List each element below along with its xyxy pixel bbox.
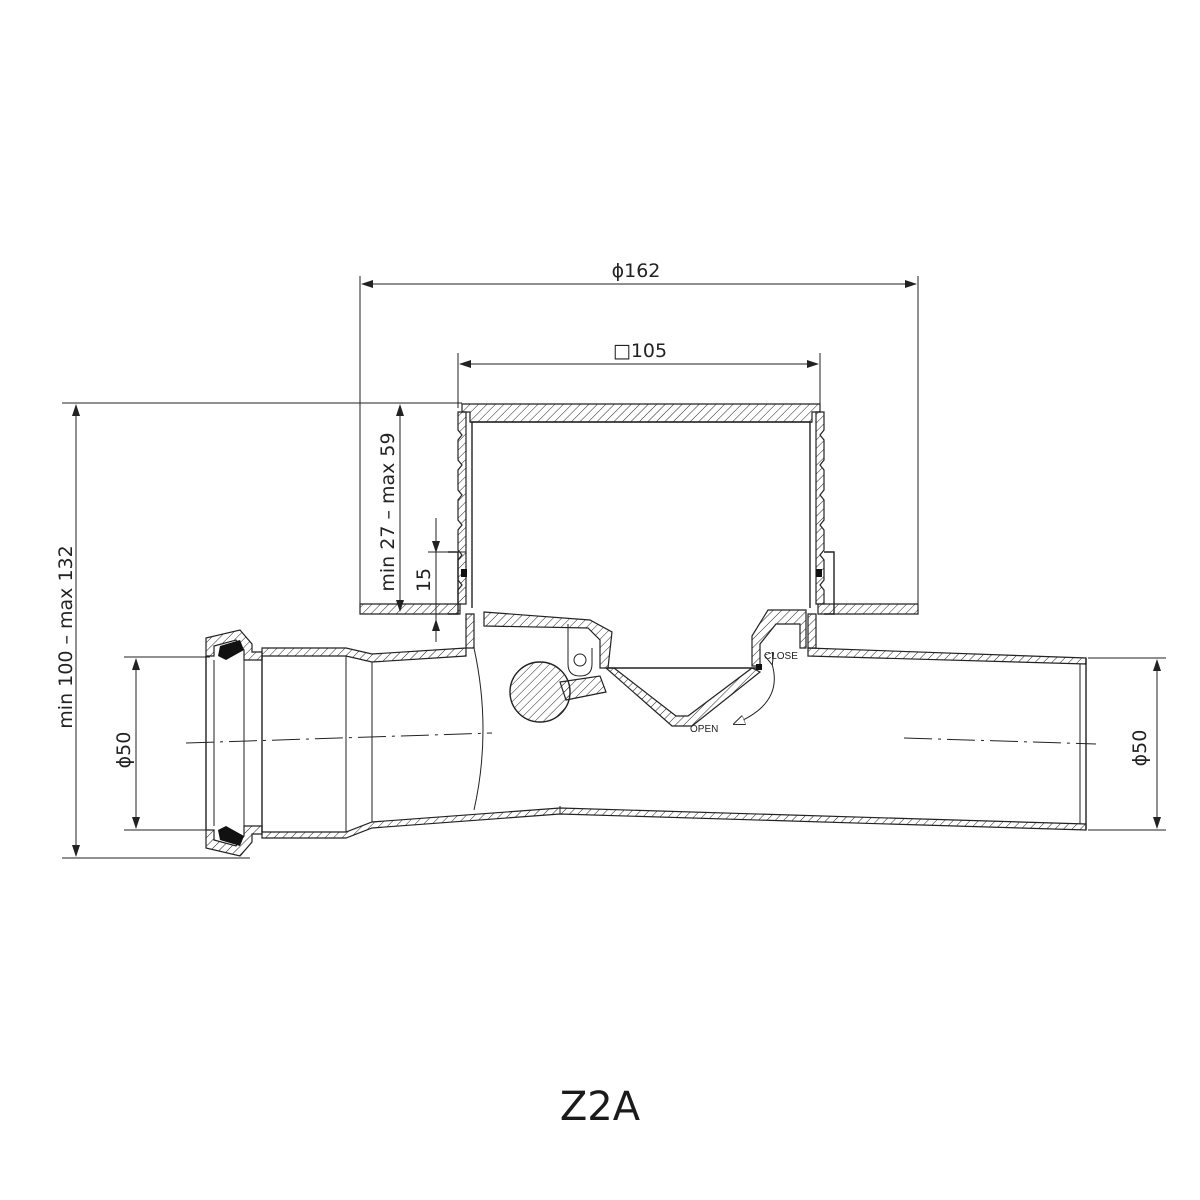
close-label: CLOSE [764, 651, 798, 662]
square-grate-label: □105 [613, 340, 667, 362]
outlet-diameter-label: ϕ50 [1129, 730, 1151, 767]
trap-body: CLOSE OPEN [465, 609, 817, 735]
grate-height-label: min 27 – max 59 [377, 432, 399, 591]
dimension-outer-diameter: ϕ162 [359, 260, 919, 612]
valve-rotation-arrow-icon [734, 664, 775, 724]
inlet-centerline [185, 732, 493, 744]
open-label: OPEN [690, 724, 718, 735]
dimension-outlet-diameter: ϕ50 [1088, 657, 1166, 831]
dimension-overall-height: min 100 – max 132 [55, 402, 462, 859]
dimension-inlet-diameter: ϕ50 [113, 656, 210, 831]
inlet-socket [205, 629, 263, 857]
valve-pivot-icon [509, 661, 571, 723]
flange-plate [359, 603, 919, 615]
grate-housing [448, 403, 835, 615]
flange-label: 15 [413, 568, 435, 592]
dimension-flange: 15 [413, 518, 466, 642]
upper-seal-ring [218, 640, 244, 660]
dimension-grate-height: min 27 – max 59 [377, 404, 404, 612]
drawing-caption: Z2A [560, 1084, 641, 1130]
outlet-centerline [903, 737, 1097, 745]
outer-diameter-label: ϕ162 [612, 260, 661, 282]
inlet-diameter-label: ϕ50 [113, 732, 135, 769]
dimension-square-grate: □105 [457, 340, 821, 408]
right-gasket [816, 569, 822, 577]
overall-height-label: min 100 – max 132 [55, 545, 77, 728]
drain-pipe [185, 647, 1097, 839]
lower-seal-ring [218, 826, 244, 846]
left-gasket [461, 569, 467, 577]
